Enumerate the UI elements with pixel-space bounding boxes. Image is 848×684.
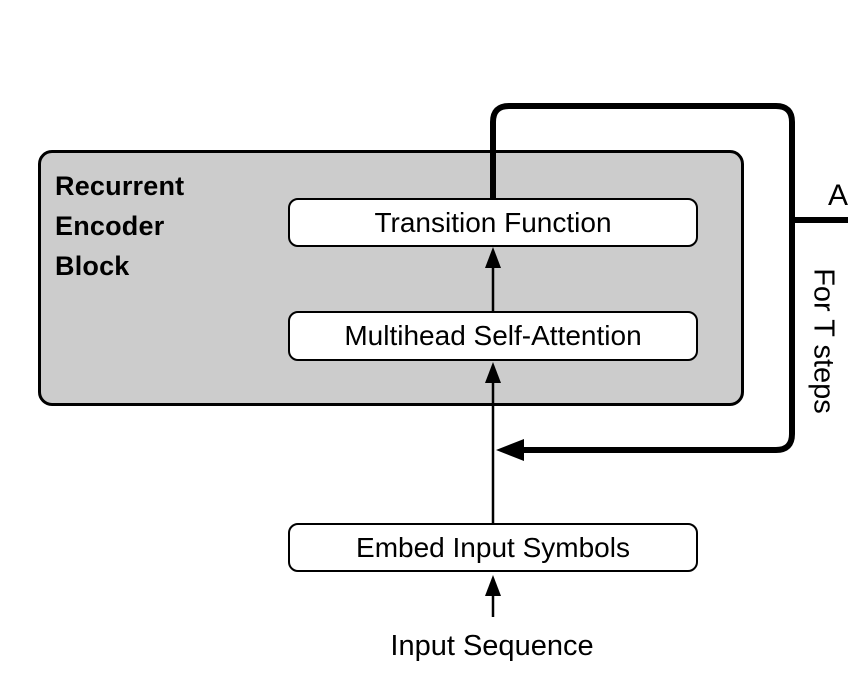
- multihead-self-attention-label: Multihead Self-Attention: [344, 320, 642, 351]
- block-title-line-3: Block: [55, 251, 130, 281]
- transition-function-label: Transition Function: [374, 206, 612, 238]
- arrow-attention-to-transition: [485, 247, 501, 311]
- multihead-self-attention-node: Multihead Self-Attention: [288, 311, 698, 361]
- embed-input-symbols-label: Embed Input Symbols: [356, 531, 630, 563]
- arrowhead-up-icon: [485, 362, 501, 383]
- recurrence-loop-arrow: [490, 103, 795, 461]
- right-edge-partial-label: A: [828, 179, 848, 212]
- recurrent-encoder-block-title: Recurrent Encoder Block: [55, 166, 184, 286]
- arrowhead-up-icon: [485, 247, 501, 268]
- arrow-embed-to-attention: [485, 362, 501, 523]
- arrowhead-up-icon: [485, 575, 501, 596]
- block-title-line-2: Encoder: [55, 211, 165, 241]
- arrow-input-to-embed: [485, 575, 501, 617]
- recurrent-encoder-block: [38, 150, 744, 406]
- for-t-steps-label: For T steps: [807, 268, 840, 414]
- block-title-line-1: Recurrent: [55, 171, 185, 201]
- arrowhead-left-icon: [496, 439, 524, 461]
- transition-function-node: Transition Function: [288, 198, 698, 247]
- input-sequence-label: Input Sequence: [390, 630, 594, 662]
- embed-input-symbols-node: Embed Input Symbols: [288, 523, 698, 572]
